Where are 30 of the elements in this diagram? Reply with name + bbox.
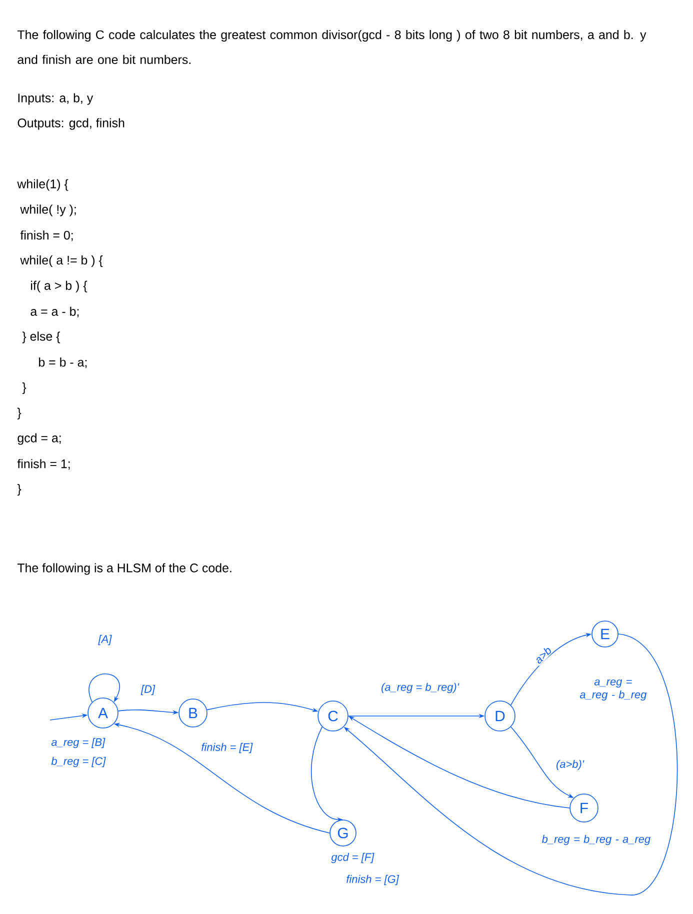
code-line: if( a > b ) { [31,280,88,292]
edge-label: [A] [97,634,113,646]
code-line: gcd = a; [18,433,61,445]
state-action: finish = [G] [346,874,400,886]
state-action: a_reg = a_reg - b_reg [580,679,647,701]
state-action: a_reg = [B] [51,738,106,748]
text-line: Inputs: a, b, y [18,93,94,105]
edge-label: (a_reg = b_reg)' [380,682,460,694]
paragraph: The following C code calculates the greatest common divisor(gcd - 8 bits long ) of two 8 bit numbers, a and b. y and finish are one bit numbers. [17,30,646,64]
code-line: } [17,408,22,420]
edge-label: [D] [140,684,156,696]
edge-label: (a>b)' [555,758,585,772]
code-line: finish = 0; [20,230,73,242]
code-line: while( a != b ) { [20,255,103,267]
code-line: a = a - b; [30,306,79,318]
code-line: } [17,484,22,496]
arrow [88,673,120,703]
edge-label: a>b [532,644,554,666]
state-action: gcd = [F] [331,852,374,864]
state-action: finish = [E] [202,742,253,754]
text-line: The following is a HLSM of the C code. [17,563,232,575]
code-line: } else { [22,332,60,344]
state-action: b_reg = b_reg - a_reg [542,834,650,846]
code-line: } [22,382,26,394]
code-line: while( !y ); [20,204,76,216]
code-line: while(1) { [17,179,68,191]
text-line: Outputs: gcd, finish [18,118,124,130]
code-line: b = b - a; [39,358,87,368]
code-line: finish = 1; [17,459,70,470]
state-action: b_reg = [C] [51,756,106,768]
